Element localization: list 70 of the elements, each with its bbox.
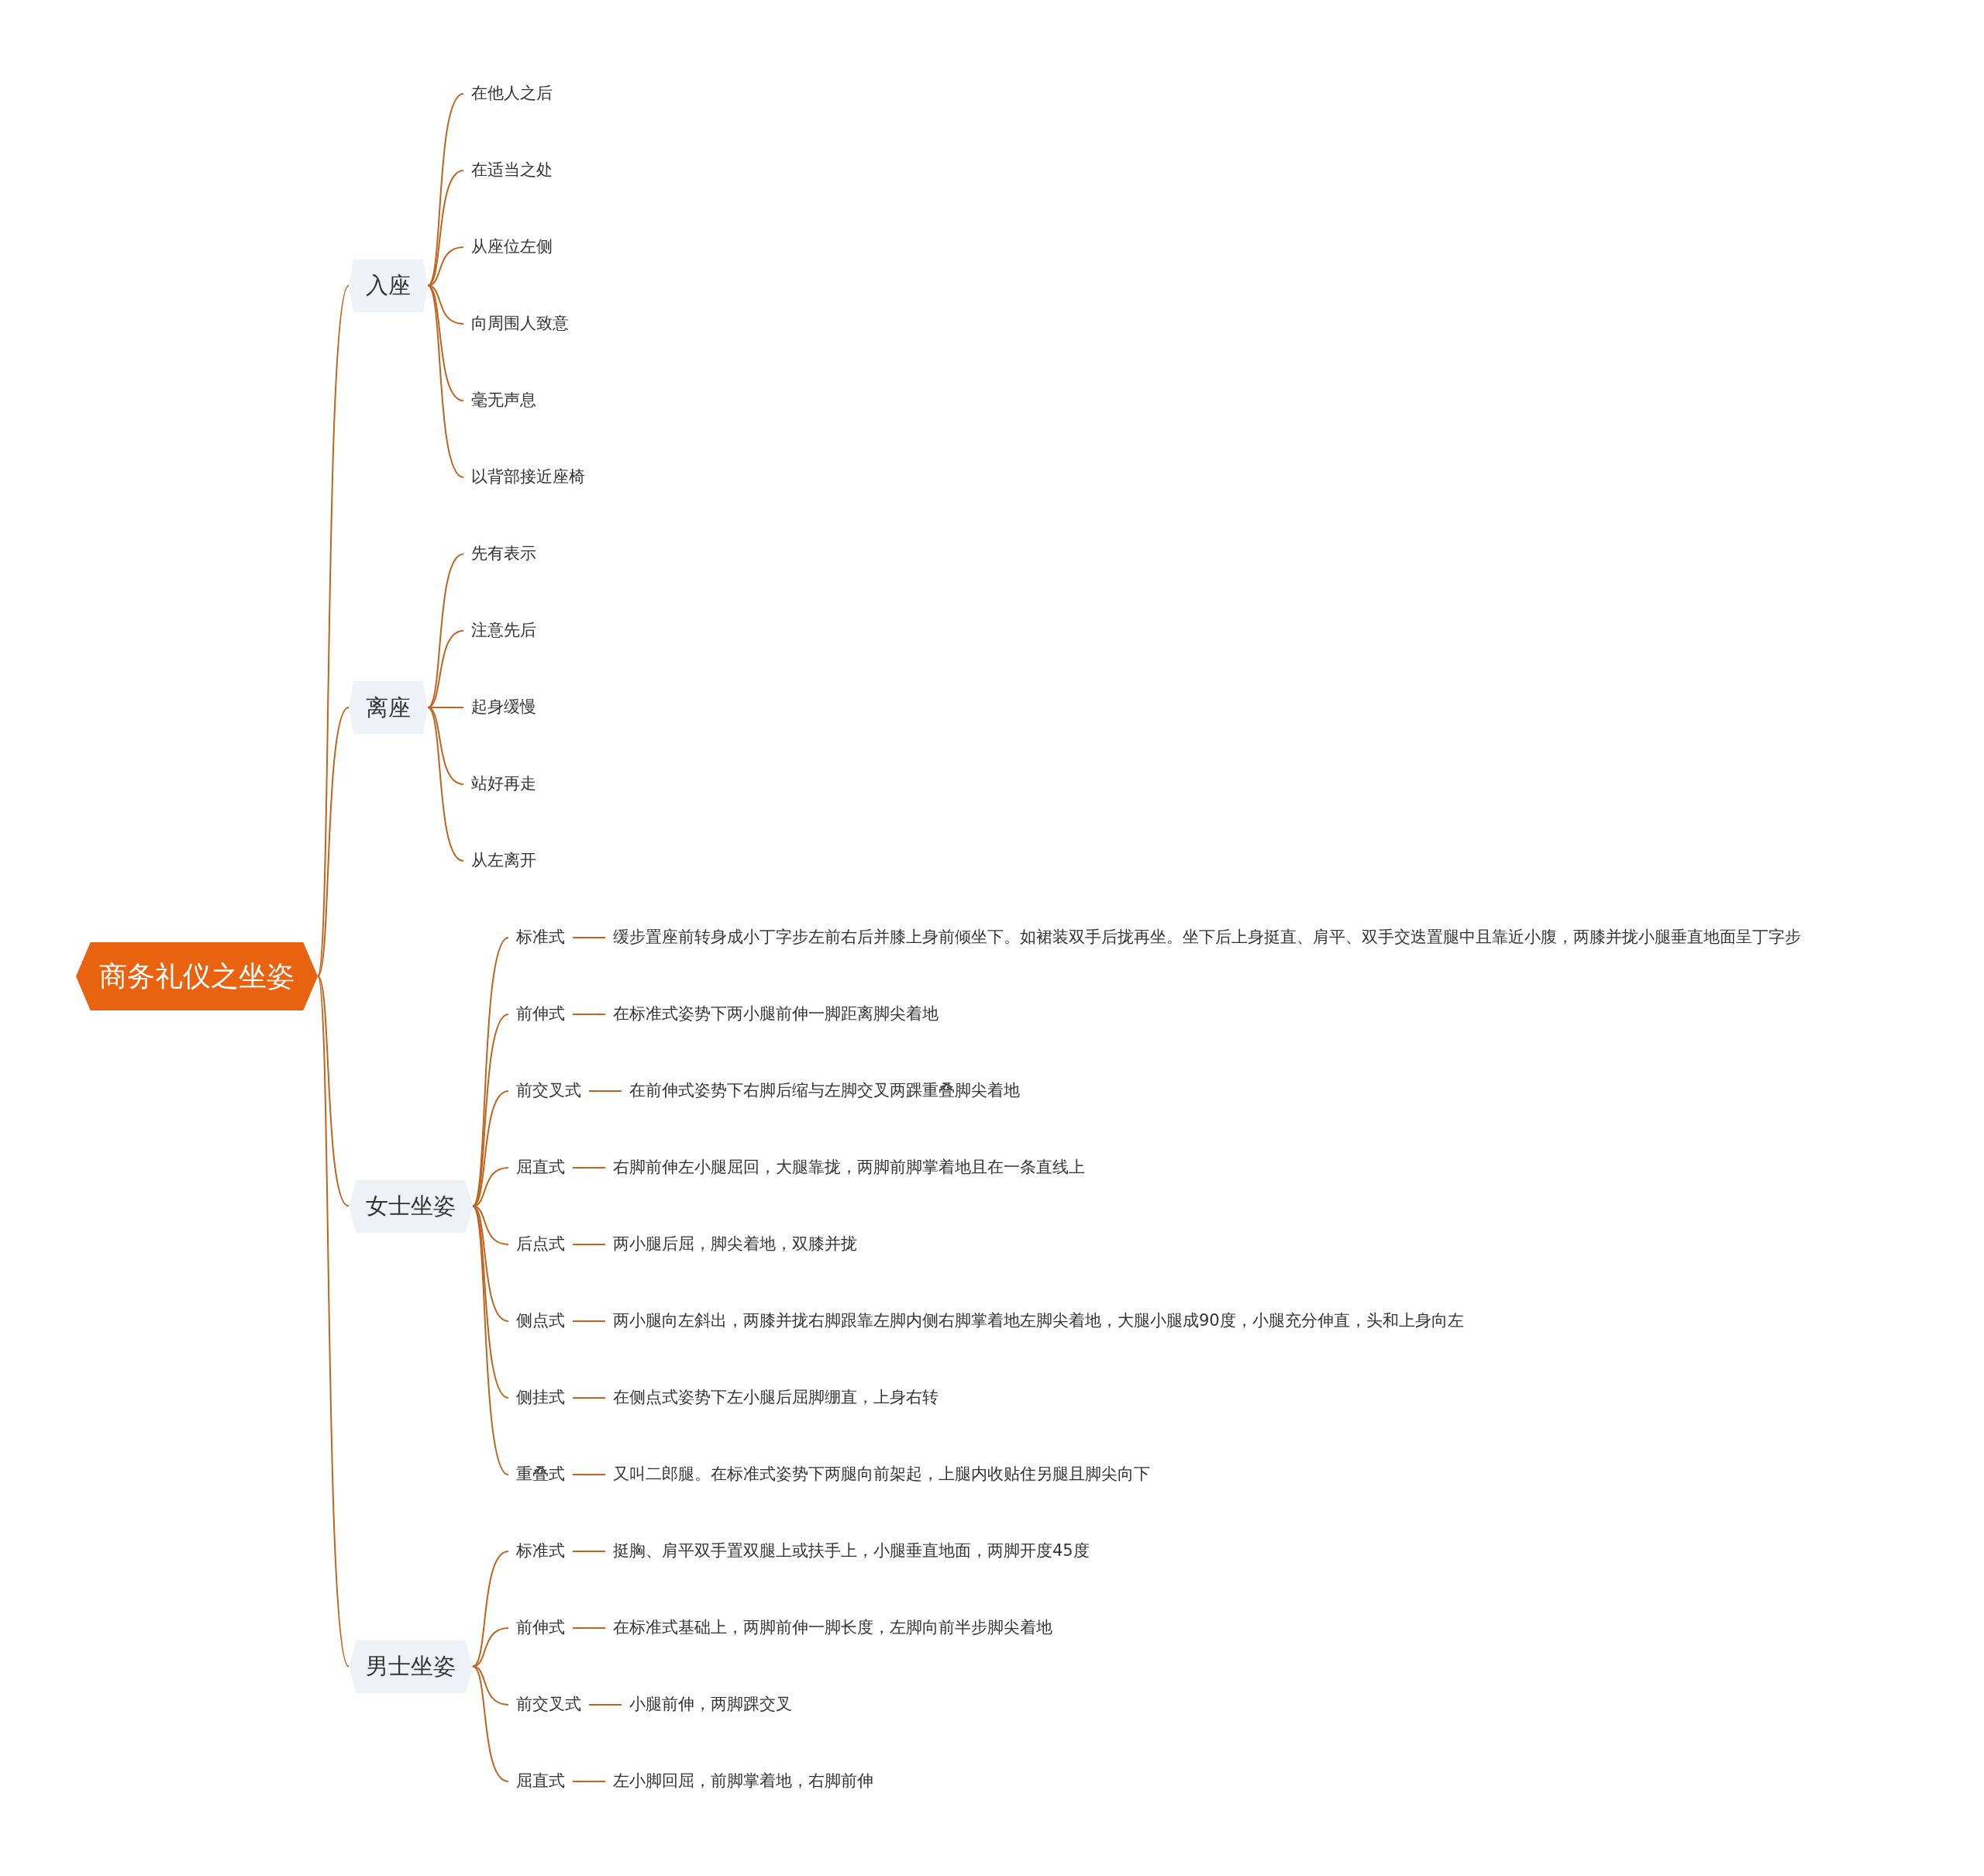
detail-text: 缓步置座前转身成小丁字步左前右后并膝上身前倾坐下。如裙装双手后拢再坐。坐下后上身挺直、肩平、双手交迭置腿中且靠近小腹，两膝并拢小腿垂直地面呈丁字步 (613, 928, 1801, 948)
branch-title: 入座 (366, 272, 411, 299)
connector-line (472, 1205, 509, 1475)
connector-line (572, 1320, 606, 1322)
connector-line (472, 1551, 509, 1668)
subtopic-text: 站好再走 (471, 774, 536, 794)
detail-text: 又叫二郎腿。在标准式姿势下两腿向前架起，上腿内收贴住另腿且脚尖向下 (613, 1465, 1150, 1485)
subtopic-text: 屈直式 (516, 1158, 565, 1178)
connector-line (572, 1014, 606, 1015)
connector-line (572, 1397, 606, 1399)
subtopic-text: 前交叉式 (516, 1695, 581, 1715)
connector-line (427, 170, 464, 287)
subtopic-text: 侧挂式 (516, 1388, 565, 1408)
connector-line (572, 1474, 606, 1475)
subtopic-text: 前伸式 (516, 1004, 565, 1024)
detail-text: 在标准式基础上，两脚前伸一脚长度，左脚向前半步脚尖着地 (613, 1618, 1052, 1638)
connector-line (317, 975, 350, 1207)
detail-text: 在前伸式姿势下右脚后缩与左脚交叉两踝重叠脚尖着地 (629, 1081, 1020, 1101)
subtopic-text: 起身缓慢 (471, 697, 536, 718)
connector-line (427, 707, 464, 862)
branch-title: 女士坐姿 (366, 1193, 456, 1220)
detail-text: 两小腿后屈，脚尖着地，双膝并拢 (613, 1234, 857, 1255)
connector-line (427, 630, 464, 708)
subtopic-text: 标准式 (516, 1541, 565, 1561)
connector-line (572, 1244, 606, 1245)
branch-title: 离座 (366, 694, 411, 721)
connector-line (572, 1551, 606, 1552)
subtopic-text: 从左离开 (471, 851, 536, 871)
branch-title: 男士坐姿 (366, 1653, 456, 1680)
subtopic-text: 毫无声息 (471, 391, 536, 411)
connector-line (427, 284, 464, 478)
connector-line (572, 1781, 606, 1782)
detail-text: 小腿前伸，两脚踝交叉 (629, 1695, 792, 1715)
connector-line (572, 937, 606, 938)
root-title: 商务礼仪之坐姿 (99, 959, 294, 993)
connector-line (427, 553, 464, 708)
branch-topic (349, 1179, 473, 1233)
subtopic-text: 以背部接近座椅 (471, 467, 585, 487)
subtopic-text: 从座位左侧 (471, 237, 553, 257)
connector-line (472, 937, 509, 1207)
subtopic-text: 在他人之后 (471, 84, 553, 104)
subtopic-text: 标准式 (516, 928, 565, 948)
connector-line (317, 707, 350, 977)
detail-text: 在标准式姿势下两小腿前伸一脚距离脚尖着地 (613, 1004, 939, 1024)
subtopic-text: 屈直式 (516, 1771, 565, 1792)
connector-line (588, 1704, 622, 1706)
subtopic-text: 在适当之处 (471, 160, 553, 181)
branch-topic (349, 1640, 473, 1693)
subtopic-text: 前伸式 (516, 1618, 565, 1638)
connector-line (472, 1665, 509, 1782)
subtopic-text: 后点式 (516, 1234, 565, 1255)
subtopic-text: 向周围人致意 (471, 314, 569, 334)
connector-line (317, 975, 350, 1668)
detail-text: 两小腿向左斜出，两膝并拢右脚跟靠左脚内侧右脚掌着地左脚尖着地，大腿小腿成90度，小腿充分伸直，头和上身向左 (613, 1311, 1464, 1331)
connector-line (572, 1167, 606, 1169)
connector-line (572, 1627, 606, 1629)
branch-topic (349, 681, 428, 734)
subtopic-text: 前交叉式 (516, 1081, 581, 1101)
connector-line (472, 1627, 509, 1668)
subtopic-text: 侧点式 (516, 1311, 565, 1331)
root-topic (76, 941, 318, 1010)
detail-text: 挺胸、肩平双手置双腿上或扶手上，小腿垂直地面，两脚开度45度 (613, 1541, 1090, 1561)
detail-text: 右脚前伸左小腿屈回，大腿靠拢，两脚前脚掌着地且在一条直线上 (613, 1158, 1085, 1178)
detail-text: 左小脚回屈，前脚掌着地，右脚前伸 (613, 1771, 873, 1792)
branch-topic (349, 259, 428, 312)
subtopic-text: 先有表示 (471, 544, 536, 564)
subtopic-text: 重叠式 (516, 1465, 565, 1485)
connector-line (588, 1090, 622, 1092)
subtopic-text: 注意先后 (471, 621, 536, 641)
detail-text: 在侧点式姿势下左小腿后屈脚绷直，上身右转 (613, 1388, 939, 1408)
